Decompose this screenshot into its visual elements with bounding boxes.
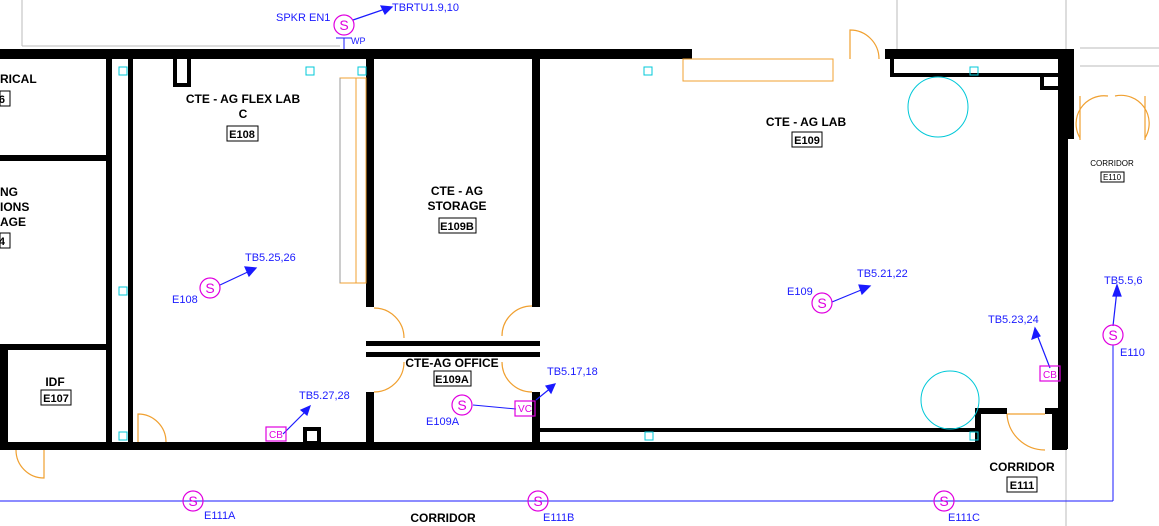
room-number-flex-lab: E108 [229, 129, 255, 141]
cb-box-icon [1039, 365, 1061, 382]
speaker-glyph: S [188, 493, 197, 509]
room-numbers: 96 04 E107 E108 E109B E109A E109 E110 E1… [0, 94, 1122, 492]
e111b-device-label: E111B [543, 512, 574, 524]
speaker-glyph: S [339, 17, 348, 33]
wall-cutouts [177, 59, 317, 441]
doors [15, 29, 1150, 479]
room-number-office: E109A [435, 374, 469, 386]
spkr-label: SPKR EN1 [276, 12, 330, 24]
room-number-lab: E109 [794, 135, 820, 147]
tb517-label: TB5.17,18 [547, 366, 598, 378]
room-label-lab: CTE - AG LAB [766, 115, 847, 129]
room-number-corridor-e111: E111 [1010, 480, 1034, 492]
room-label-corridor-e110: CORRIDOR [1090, 159, 1134, 168]
tb525-label: TB5.25,26 [245, 252, 296, 264]
room-number-electrical: 96 [0, 94, 5, 106]
speaker-glyph: S [205, 280, 214, 296]
room-label-storage-line2: IONS [0, 200, 29, 214]
speaker-icon [811, 292, 833, 314]
walls [0, 49, 1074, 450]
speaker-glyph: S [817, 295, 826, 311]
speaker-labels: S S S S S S S S CB VC CB [188, 17, 1117, 509]
ceiling-fan [907, 76, 969, 138]
speaker-glyph: S [939, 493, 948, 509]
room-number-corridor-e110: E110 [1103, 173, 1122, 182]
e109a-device-label: E109A [426, 416, 460, 428]
wiring [0, 38, 1114, 502]
room-label-flex-lab: CTE - AG FLEX LAB [186, 92, 301, 106]
speaker-glyph: S [533, 493, 542, 509]
device-annotations: SPKR EN1 TBRTU1.9,10 WP TB5.25,26 E108 T… [172, 2, 1145, 524]
room-label-storage-2: STORAGE [427, 199, 486, 213]
cb-glyph: CB [269, 430, 283, 441]
cb-glyph: CB [1043, 370, 1057, 381]
speaker-devices [182, 14, 1124, 512]
speaker-icon [333, 14, 355, 36]
room-number-storage-left: 04 [0, 236, 6, 248]
vc-box-icon [514, 400, 536, 417]
room-label-electrical: RICAL [0, 72, 37, 86]
speaker-icon [451, 394, 473, 416]
e111a-device-label: E111A [204, 510, 236, 522]
speaker-glyph: S [1108, 327, 1117, 343]
tbrtu-label: TBRTU1.9,10 [392, 2, 459, 14]
room-label-corridor-e111: CORRIDOR [989, 460, 1055, 474]
room-number-storage: E109B [440, 221, 474, 233]
e109-device-label: E109 [787, 286, 813, 298]
room-label-corridor: CORRIDOR [410, 511, 476, 525]
speaker-icon [933, 490, 955, 512]
room-label-storage: CTE - AG [431, 184, 483, 198]
vc-glyph: VC [518, 404, 532, 415]
speaker-icon [1102, 324, 1124, 346]
e110-device-label: E110 [1120, 347, 1145, 359]
room-number-boxes [0, 90, 1125, 493]
tb556-label: TB5.5,6 [1104, 275, 1143, 287]
arrow-leaders [219, 5, 1122, 435]
speaker-glyph: S [457, 397, 466, 413]
e111c-device-label: E111C [948, 512, 980, 524]
cb-box-icon [265, 426, 287, 442]
speaker-icon [527, 490, 549, 512]
room-label-office: CTE-AG OFFICE [405, 356, 498, 370]
fixtures [118, 66, 980, 441]
ceiling-fan [920, 370, 980, 430]
tb527-label: TB5.27,28 [299, 390, 350, 402]
tb523-label: TB5.23,24 [988, 314, 1039, 326]
room-label-idf: IDF [45, 375, 64, 389]
speaker-icon [182, 490, 204, 512]
room-label-flex-lab-c: C [239, 107, 248, 121]
speaker-icon [199, 277, 221, 299]
room-number-idf: E107 [43, 393, 69, 405]
room-label-storage-line3: AGE [0, 215, 26, 229]
casework [339, 58, 834, 284]
room-label-storage-line1: NG [0, 185, 18, 199]
e108-device-label: E108 [172, 294, 198, 306]
room-labels: RICAL NG IONS AGE IDF CTE - AG FLEX LAB … [0, 72, 1134, 525]
tb521-label: TB5.21,22 [857, 268, 908, 280]
wp-label: WP [351, 36, 366, 46]
